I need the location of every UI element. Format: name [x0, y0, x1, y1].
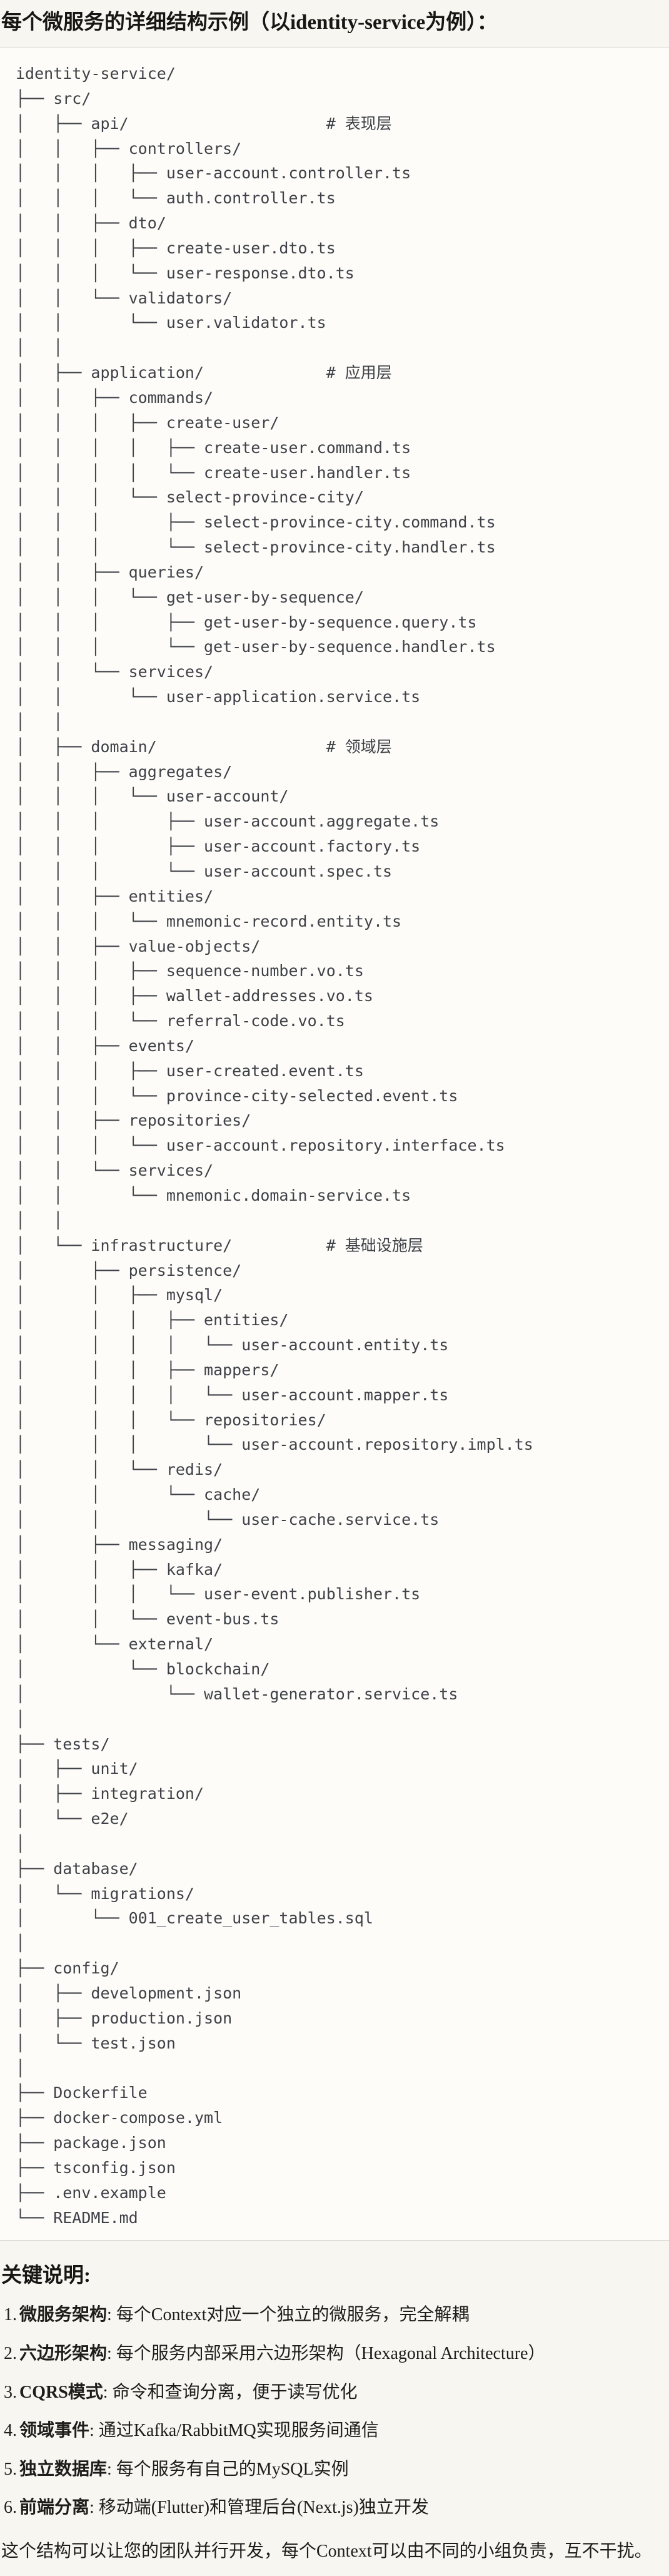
note-label: CQRS模式 — [19, 2382, 103, 2402]
note-number: 3. — [4, 2382, 17, 2402]
directory-tree-block: identity-service/ ├── src/ │ ├── api/ # … — [0, 48, 669, 2241]
directory-tree: identity-service/ ├── src/ │ ├── api/ # … — [16, 64, 533, 2227]
note-label: 独立数据库 — [19, 2459, 108, 2479]
notes-list: 1.微服务架构: 每个Context对应一个独立的微服务，完全解耦 2.六边形架构… — [0, 2288, 669, 2518]
note-item: 5.独立数据库: 每个服务有自己的MySQL实例 — [4, 2459, 668, 2480]
note-number: 4. — [4, 2421, 17, 2441]
closing-paragraph: 这个结构可以让您的团队并行开发，每个Context可以由不同的小组负责，互不干扰… — [1, 2541, 652, 2561]
note-label: 微服务架构 — [19, 2305, 108, 2325]
note-label: 六边形架构 — [19, 2344, 108, 2363]
note-text: : 每个Context对应一个独立的微服务，完全解耦 — [107, 2305, 470, 2325]
note-number: 5. — [4, 2459, 17, 2479]
note-item: 1.微服务架构: 每个Context对应一个独立的微服务，完全解耦 — [4, 2304, 668, 2326]
note-text: : 命令和查询分离，便于读写优化 — [103, 2382, 358, 2402]
note-item: 2.六边形架构: 每个服务内部采用六边形架构（Hexagonal Archite… — [4, 2343, 668, 2365]
note-number: 6. — [4, 2498, 17, 2518]
note-text: : 通过Kafka/RabbitMQ实现服务间通信 — [89, 2421, 379, 2441]
notes-heading: 关键说明: — [1, 2264, 91, 2288]
note-text: : 每个服务内部采用六边形架构（Hexagonal Architecture） — [107, 2344, 546, 2363]
note-text: : 移动端(Flutter)和管理后台(Next.js)独立开发 — [89, 2498, 429, 2518]
note-text: : 每个服务有自己的MySQL实例 — [107, 2459, 349, 2479]
note-item: 4.领域事件: 通过Kafka/RabbitMQ实现服务间通信 — [4, 2420, 668, 2441]
note-label: 前端分离 — [19, 2498, 90, 2518]
note-item: 3.CQRS模式: 命令和查询分离，便于读写优化 — [4, 2382, 668, 2403]
page-title: 每个微服务的详细结构示例（以identity-service为例）： — [1, 11, 498, 34]
note-number: 2. — [4, 2344, 17, 2363]
note-item: 6.前端分离: 移动端(Flutter)和管理后台(Next.js)独立开发 — [4, 2497, 668, 2518]
note-label: 领域事件 — [19, 2421, 90, 2441]
note-number: 1. — [4, 2305, 17, 2325]
